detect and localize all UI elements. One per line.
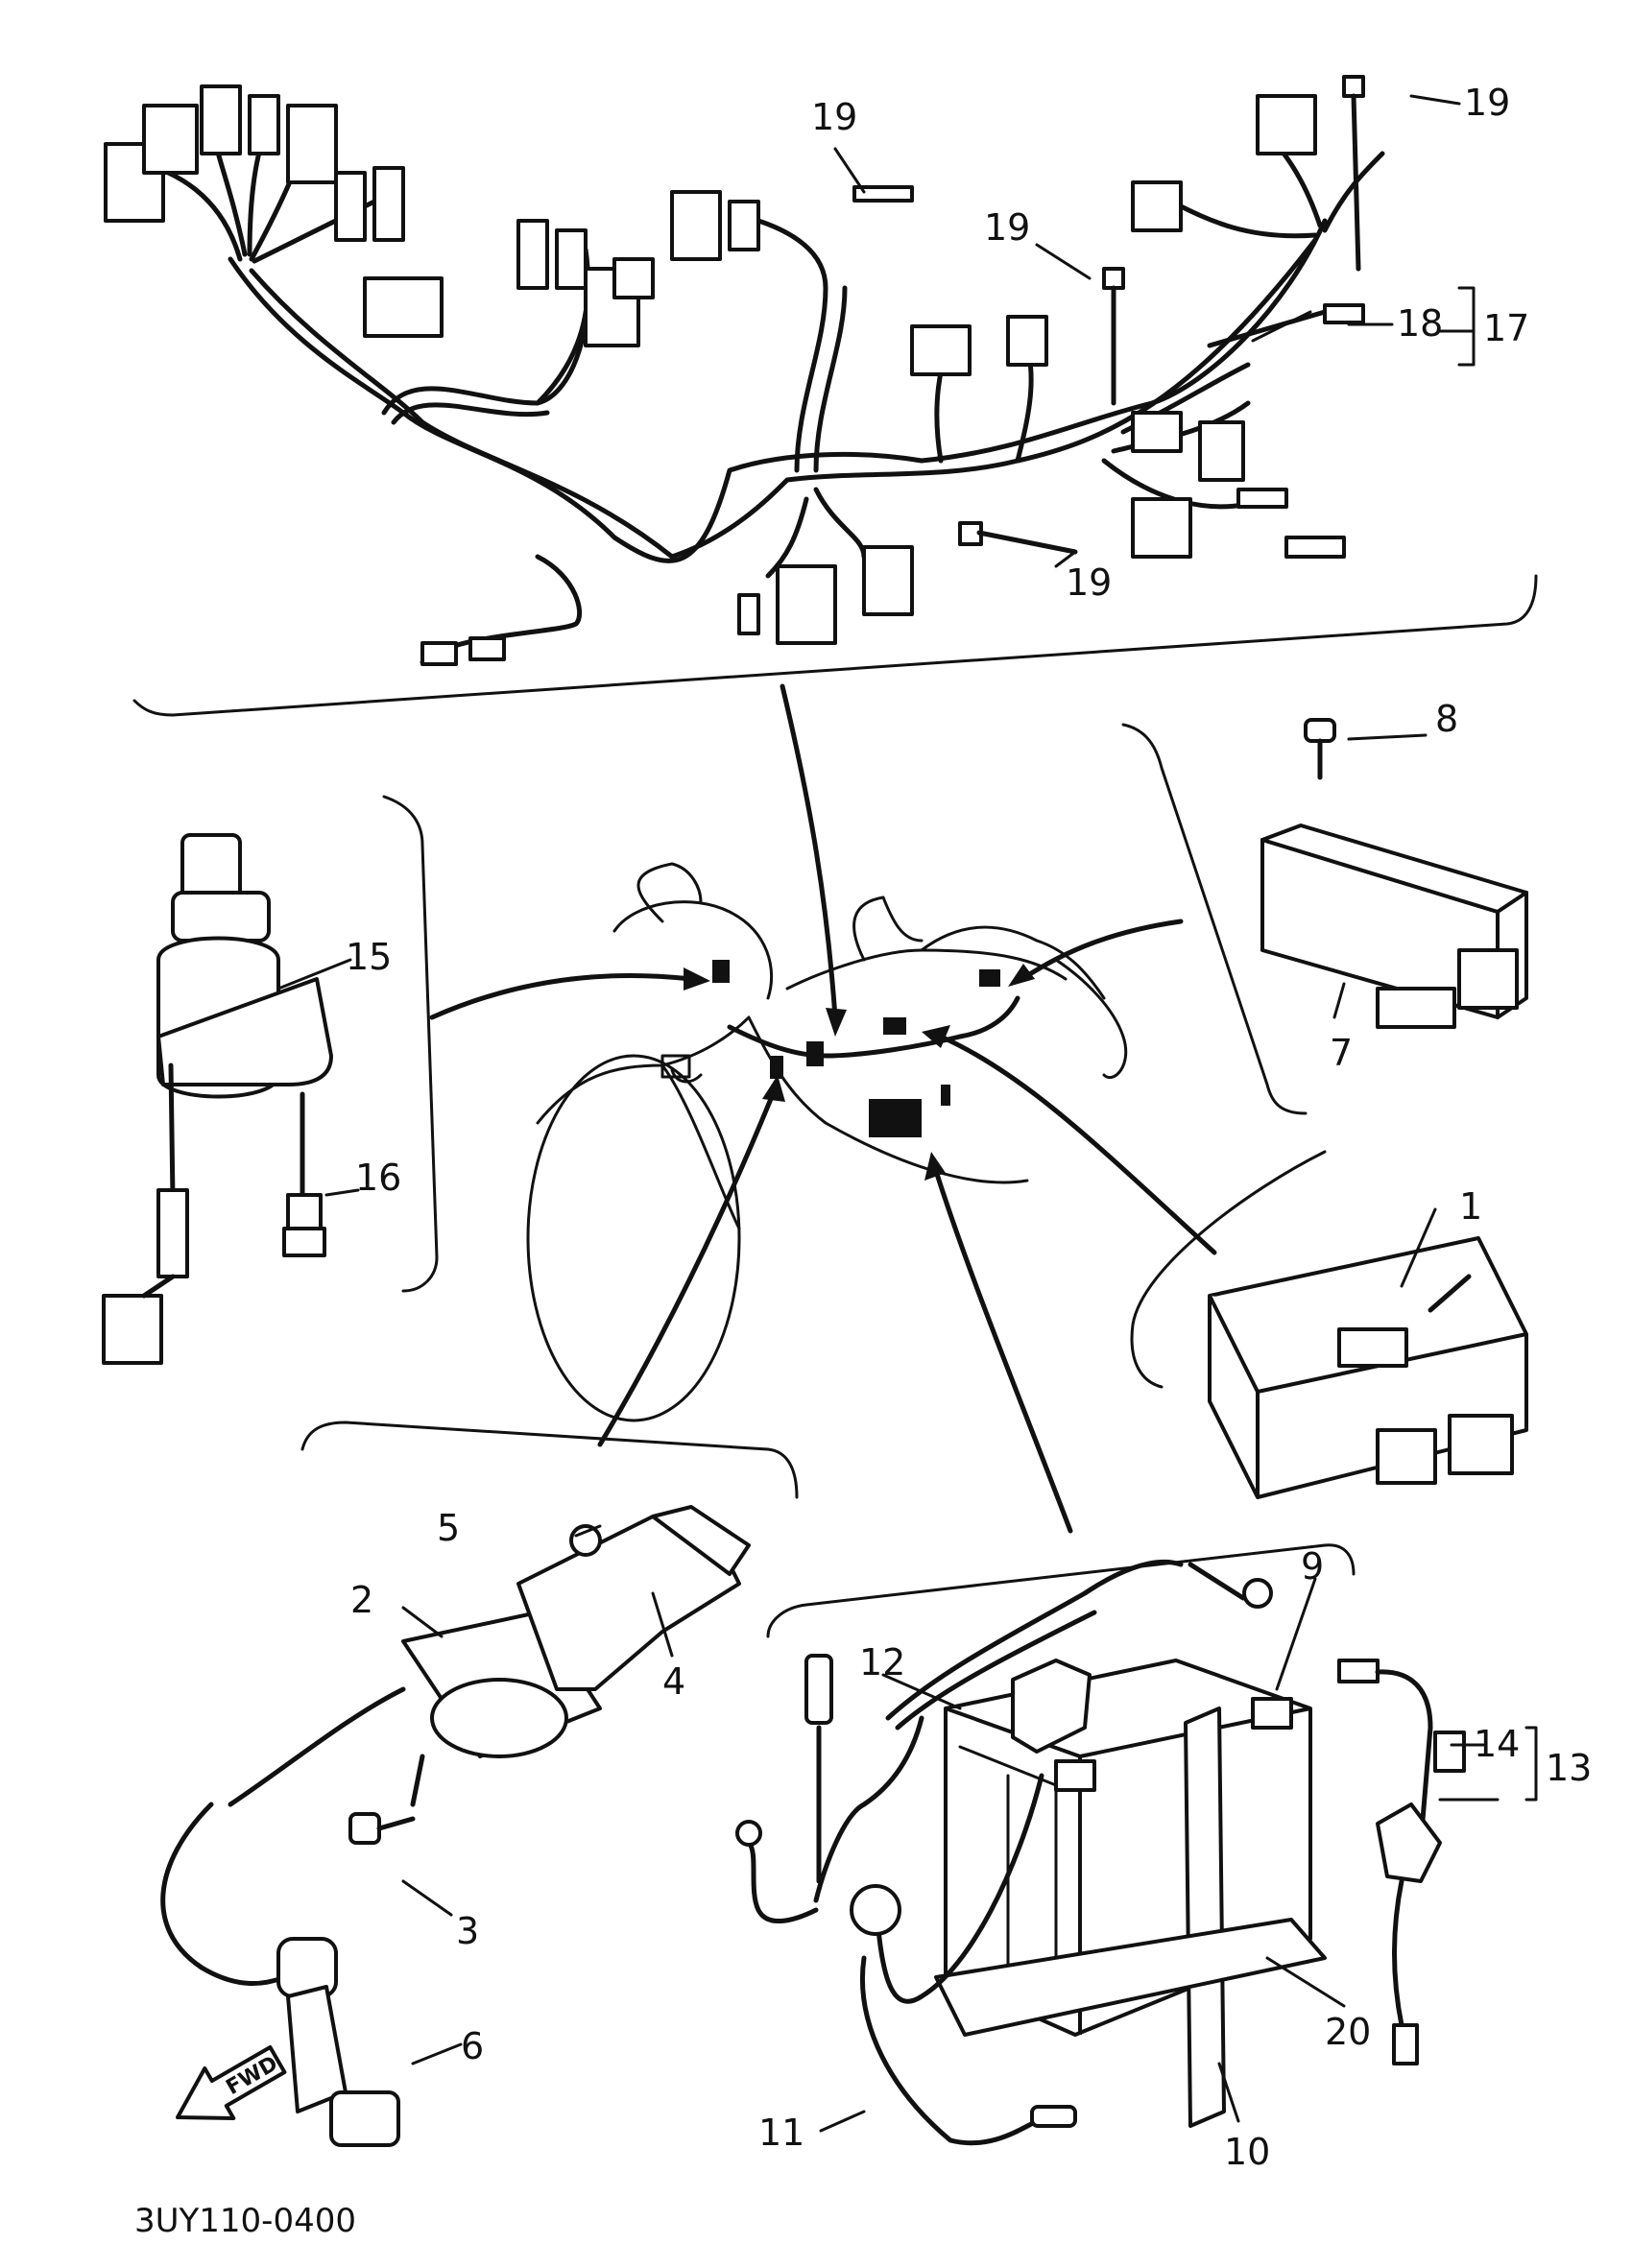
rectifier-regulator	[1121, 718, 1528, 1115]
callout-18: 18	[1397, 302, 1443, 345]
callout-19-a: 19	[811, 96, 857, 138]
neutral-switch	[1337, 1659, 1466, 2065]
battery-marker	[869, 1099, 922, 1137]
callout-12: 12	[859, 1641, 905, 1683]
callout-6: 6	[461, 2025, 484, 2067]
callout-19-d: 19	[1066, 561, 1112, 604]
ignition-connector	[102, 1294, 163, 1365]
callout-14: 14	[1474, 1723, 1520, 1765]
callout-15: 15	[346, 936, 392, 978]
ignition-coil	[160, 1420, 799, 2147]
callout-numbers: 1 2 3 4 5 6 7 8 9 10 11 12 13 14 15 16 1…	[346, 82, 1592, 2173]
callout-4: 4	[662, 1660, 685, 1703]
battery-assembly	[735, 1543, 1356, 2146]
callout-16: 16	[355, 1157, 401, 1199]
callout-3: 3	[456, 1910, 479, 1952]
leader-lines	[429, 683, 1217, 1534]
callout-10: 10	[1224, 2131, 1270, 2173]
callout-19-c: 19	[1464, 82, 1510, 124]
callout-13: 13	[1546, 1747, 1592, 1789]
ignition-switch	[102, 795, 439, 1365]
fwd-arrow: FWD	[176, 2044, 287, 2120]
callout-7: 7	[1330, 1032, 1353, 1074]
callout-11: 11	[758, 2112, 804, 2154]
drawing-code: 3UY110-0400	[134, 2202, 356, 2240]
callout-20: 20	[1325, 2011, 1371, 2053]
motorcycle-outline	[526, 862, 1128, 1422]
cdi-unit	[1130, 1150, 1528, 1499]
callout-17: 17	[1483, 307, 1529, 349]
callout-1: 1	[1459, 1185, 1482, 1228]
callout-2: 2	[350, 1579, 373, 1621]
callout-8: 8	[1435, 698, 1458, 740]
callout-5: 5	[437, 1507, 460, 1549]
wire-harness	[104, 75, 1538, 717]
callout-leaders	[276, 94, 1538, 2133]
callout-19-b: 19	[984, 206, 1030, 249]
callout-9: 9	[1301, 1545, 1324, 1588]
